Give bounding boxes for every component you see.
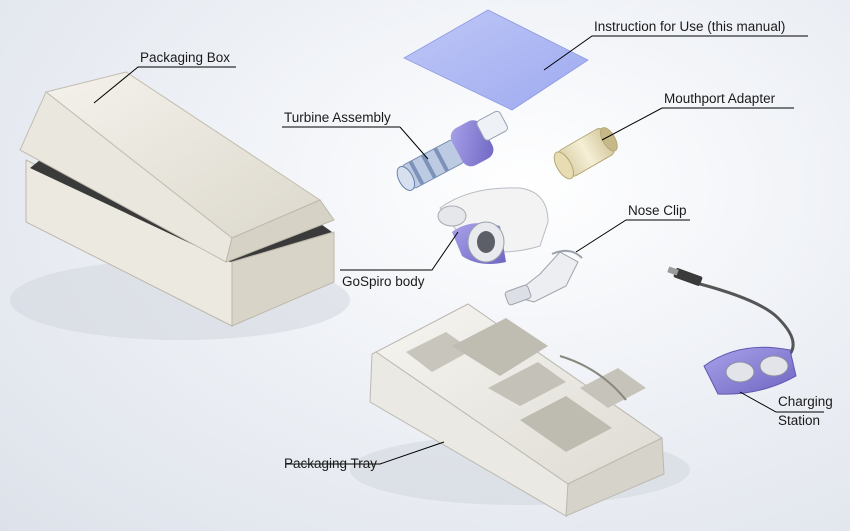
leader-charging <box>739 391 824 413</box>
label-packaging-tray: Packaging Tray <box>284 456 378 471</box>
leader-lines <box>93 35 824 465</box>
packaging-tray-graphic <box>350 303 690 517</box>
leader-mouthport <box>601 107 794 141</box>
leader-tray <box>286 441 445 465</box>
leader-turbine <box>399 126 429 160</box>
packaging-box-graphic <box>10 71 350 340</box>
label-charging-line2: Station <box>778 413 821 428</box>
label-packaging-box: Packaging Box <box>140 50 231 65</box>
label-instruction: Instruction for Use (this manual) <box>594 19 786 34</box>
turbine-assembly-graphic <box>396 110 508 191</box>
label-nose-clip: Nose Clip <box>628 203 687 218</box>
label-charging-line1: Charging <box>778 394 833 409</box>
nose-clip-graphic <box>504 249 583 306</box>
gospiro-body-graphic <box>437 187 549 264</box>
leader-instruction <box>543 35 808 71</box>
charging-station-graphic <box>667 266 797 395</box>
leader-packaging-box <box>93 66 236 104</box>
instruction-sheet-graphic <box>403 9 589 111</box>
label-mouthport-adapter: Mouthport Adapter <box>664 91 776 106</box>
leader-gospiro <box>340 231 459 271</box>
mouthport-adapter-graphic <box>553 127 618 180</box>
leader-nose-clip <box>575 219 690 253</box>
label-gospiro-body: GoSpiro body <box>342 274 425 289</box>
label-turbine-assembly: Turbine Assembly <box>284 110 391 125</box>
